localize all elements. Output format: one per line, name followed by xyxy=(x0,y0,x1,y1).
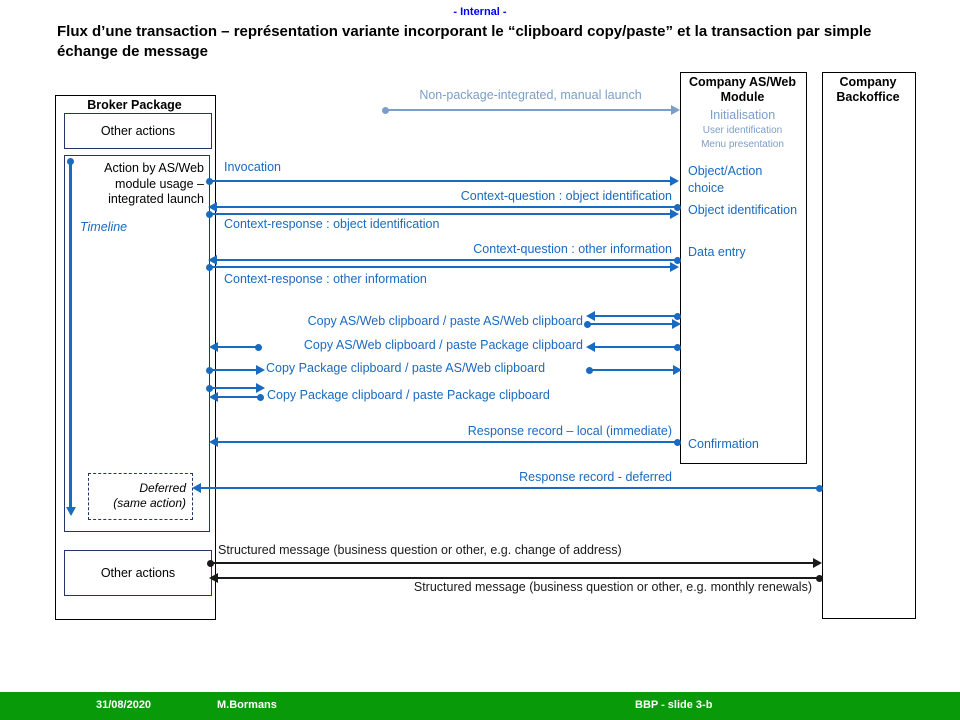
deferred-box: Deferred (same action) xyxy=(88,473,193,520)
arrow-context-response-other xyxy=(206,262,679,272)
broker-package-title: Broker Package xyxy=(87,98,182,112)
asweb-object-identification: Object identification xyxy=(688,203,798,217)
slide-title: Flux d’une transaction – représentation … xyxy=(57,23,872,60)
label-response-local: Response record – local (immediate) xyxy=(467,424,672,438)
label-context-question-other: Context-question : other information xyxy=(473,242,672,256)
asweb-module-title: Company AS/Web Module xyxy=(689,75,796,104)
arrow-copy-package-clipboard-2 xyxy=(206,383,265,393)
asweb-state-user-identification: User identification xyxy=(702,125,783,136)
footer-bar: 31/08/2020 M.Bormans BBP - slide 3-b xyxy=(0,692,960,720)
arrow-context-question-other xyxy=(208,255,681,265)
label-copy-package-paste-package: Copy Package clipboard / paste Package c… xyxy=(267,388,550,402)
classification-banner: - Internal - xyxy=(453,6,507,18)
timeline-arrow xyxy=(65,158,76,516)
arrow-invocation xyxy=(206,176,679,186)
arrow-paste-package-clipboard xyxy=(209,342,262,352)
label-response-deferred: Response record - deferred xyxy=(519,470,672,484)
arrow-copy-asweb-clipboard xyxy=(586,311,681,321)
footer-author: M.Bormans xyxy=(217,699,277,711)
arrow-context-question-object xyxy=(208,202,681,212)
label-structured-message-renewals: Structured message (business question or… xyxy=(413,580,812,594)
arrow-copy-asweb-clipboard-2 xyxy=(586,342,681,352)
backoffice-lane xyxy=(822,72,916,619)
asweb-module-lane xyxy=(680,72,807,464)
label-manual-launch: Non-package-integrated, manual launch xyxy=(419,88,642,102)
broker-other-actions-top-label: Other actions xyxy=(100,124,176,138)
arrow-copy-package-clipboard xyxy=(206,365,265,375)
label-context-response-other: Context-response : other information xyxy=(224,272,427,286)
footer-date: 31/08/2020 xyxy=(96,699,152,711)
broker-package-lane xyxy=(55,95,216,620)
label-context-question-object: Context-question : object identification xyxy=(460,189,672,203)
arrow-structured-message-in xyxy=(209,573,823,583)
asweb-state-menu-presentation: Menu presentation xyxy=(701,139,784,150)
broker-other-actions-bottom-label: Other actions xyxy=(100,566,176,580)
arrow-response-local xyxy=(209,437,681,447)
arrow-paste-package-clipboard-2 xyxy=(209,392,264,402)
broker-other-actions-bottom-box: Other actions xyxy=(64,550,212,596)
label-context-response-object: Context-response : object identification xyxy=(224,217,440,231)
arrow-manual-launch xyxy=(382,105,680,115)
asweb-state-initialisation: Initialisation xyxy=(709,108,776,122)
broker-action-label: Action by AS/Web module usage – integrat… xyxy=(104,161,204,206)
arrow-paste-asweb-clipboard xyxy=(584,319,681,329)
label-copy-asweb-paste-asweb: Copy AS/Web clipboard / paste AS/Web cli… xyxy=(307,314,583,328)
footer-slide-number: BBP - slide 3-b xyxy=(635,699,713,711)
arrow-paste-asweb-clipboard-2 xyxy=(586,365,682,375)
broker-other-actions-top-box: Other actions xyxy=(64,113,212,149)
backoffice-title: Company Backoffice xyxy=(836,75,900,104)
label-structured-message-address: Structured message (business question or… xyxy=(218,543,622,557)
deferred-line1: Deferred xyxy=(139,481,186,495)
arrow-context-response-object xyxy=(206,209,679,219)
asweb-confirmation: Confirmation xyxy=(688,437,759,451)
arrow-structured-message-out xyxy=(207,558,822,568)
asweb-object-action-choice: Object/Action choice xyxy=(688,164,763,195)
deferred-line2: (same action) xyxy=(113,496,186,510)
timeline-label: Timeline xyxy=(80,220,128,234)
arrow-response-deferred xyxy=(192,483,823,493)
label-copy-package-paste-asweb: Copy Package clipboard / paste AS/Web cl… xyxy=(266,361,546,375)
label-copy-asweb-paste-package: Copy AS/Web clipboard / paste Package cl… xyxy=(303,338,583,352)
label-invocation: Invocation xyxy=(224,160,281,174)
asweb-data-entry: Data entry xyxy=(688,245,746,259)
